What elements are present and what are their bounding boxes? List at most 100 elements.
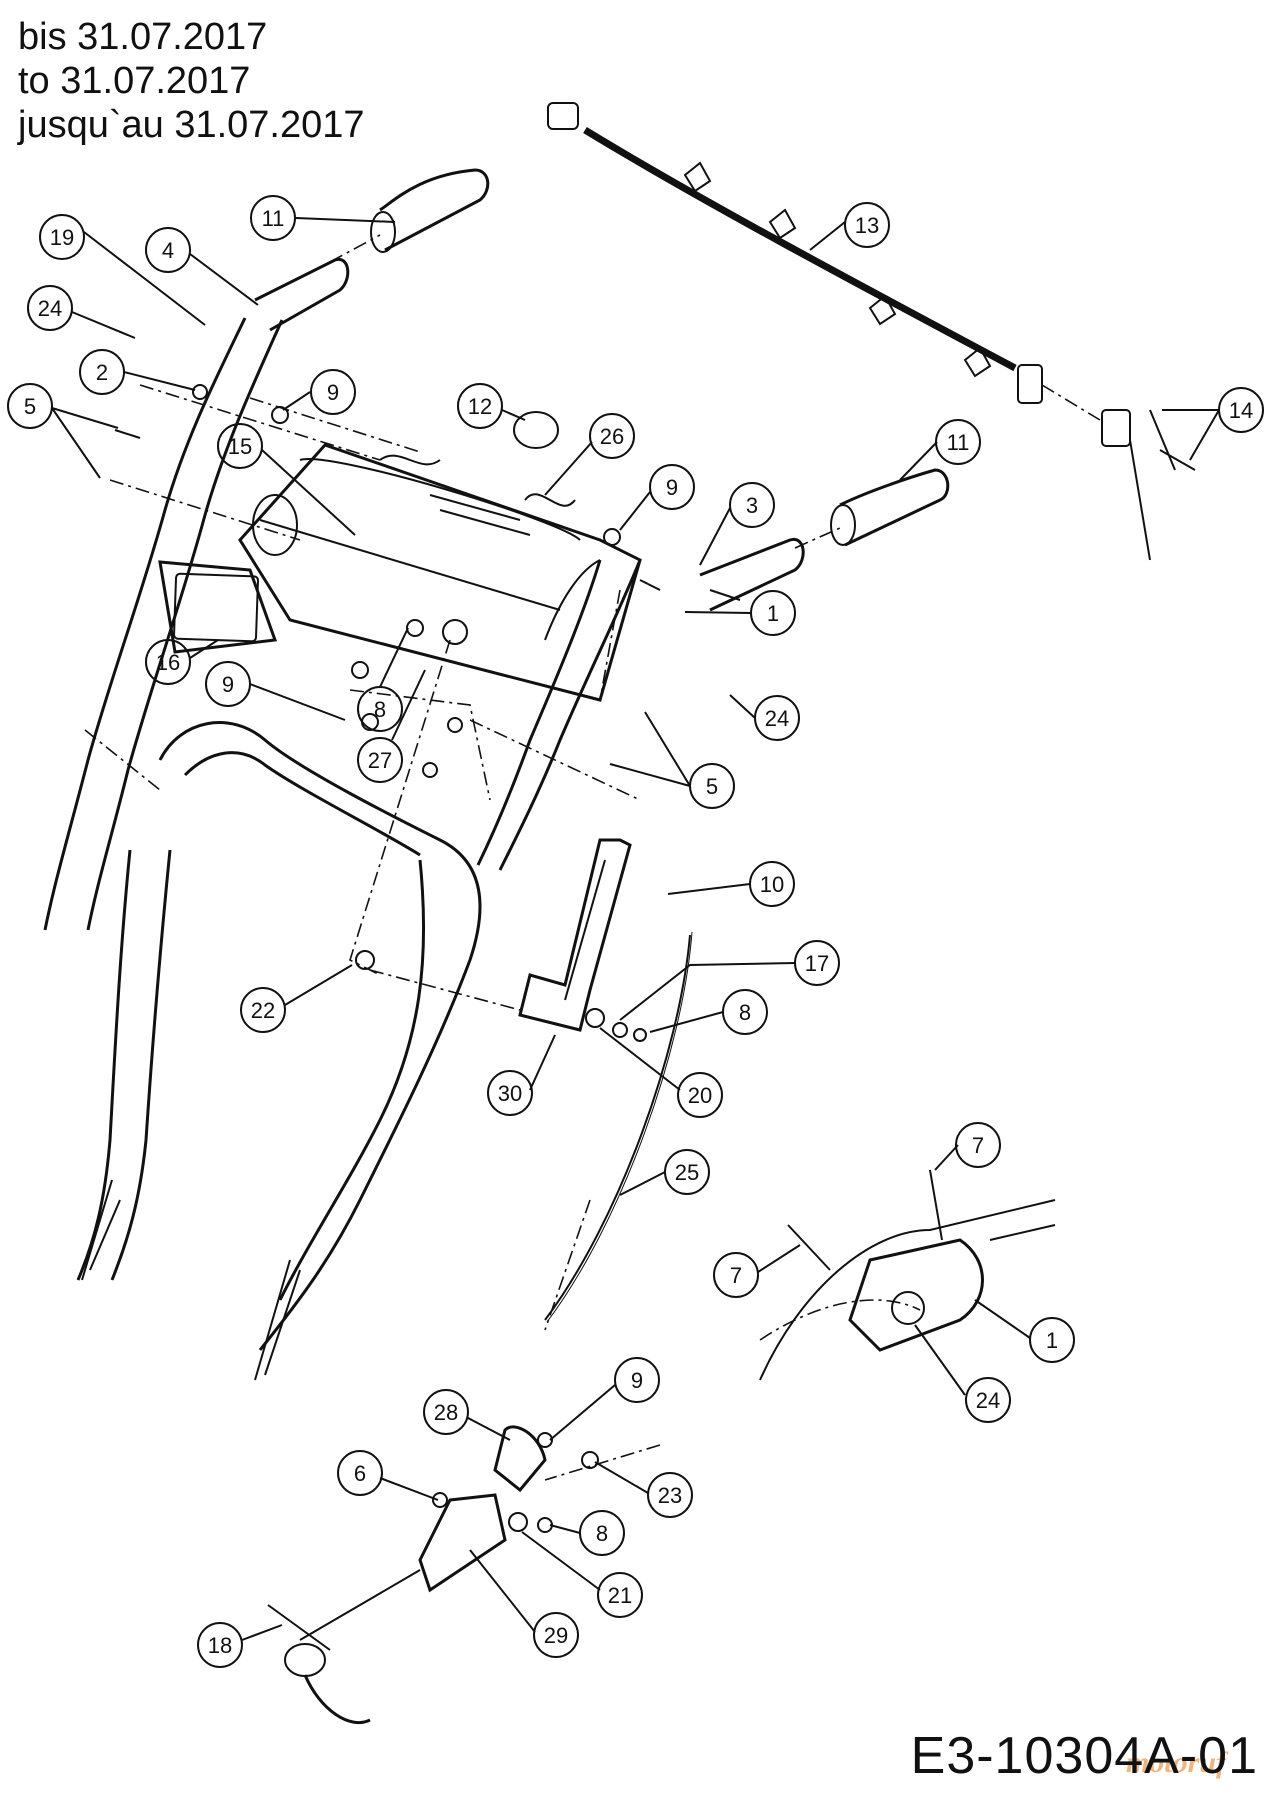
shift-cable xyxy=(544,931,693,1323)
svg-text:24: 24 xyxy=(765,706,789,731)
validity-line-fr: jusqu`au 31.07.2017 xyxy=(18,104,365,146)
svg-text:2: 2 xyxy=(96,360,108,385)
callout-13: 13 xyxy=(809,202,890,251)
document-code: E3-10304A-01 xyxy=(910,1727,1258,1785)
callout-8-lower: 8 xyxy=(549,1510,625,1556)
callout-22: 22 xyxy=(240,964,353,1033)
callout-7-upper: 7 xyxy=(934,1122,1001,1171)
callout-25: 25 xyxy=(619,1149,710,1196)
callout-20: 20 xyxy=(599,1027,723,1118)
svg-text:24: 24 xyxy=(976,1388,1000,1413)
callout-1-inset: 1 xyxy=(974,1299,1075,1363)
wiring-harness xyxy=(547,102,1196,561)
svg-text:14: 14 xyxy=(1229,398,1253,423)
callout-12: 12 xyxy=(457,383,526,429)
callout-11-left: 11 xyxy=(250,195,396,241)
svg-text:25: 25 xyxy=(675,1160,699,1185)
callout-8-middle: 8 xyxy=(649,989,768,1035)
callout-15: 15 xyxy=(217,423,356,536)
svg-text:8: 8 xyxy=(374,697,386,722)
callout-9-c: 9 xyxy=(205,661,346,721)
validity-line-de: bis 31.07.2017 xyxy=(18,16,268,58)
lower-shift-linkage xyxy=(267,1425,547,1725)
callout-9-a: 9 xyxy=(282,369,356,415)
callout-5-left: 5 xyxy=(7,383,119,479)
svg-text:6: 6 xyxy=(354,1461,366,1486)
svg-text:5: 5 xyxy=(706,774,718,799)
callout-10: 10 xyxy=(667,861,795,907)
svg-text:5: 5 xyxy=(24,394,36,419)
svg-text:23: 23 xyxy=(658,1483,682,1508)
svg-text:9: 9 xyxy=(631,1368,643,1393)
callout-17: 17 xyxy=(619,940,840,1021)
svg-text:8: 8 xyxy=(596,1521,608,1546)
callout-26: 26 xyxy=(544,413,635,496)
svg-text:1: 1 xyxy=(1046,1328,1058,1353)
callout-9-b: 9 xyxy=(619,464,695,531)
callout-1-main: 1 xyxy=(684,590,796,636)
svg-text:9: 9 xyxy=(222,672,234,697)
validity-line-en: to 31.07.2017 xyxy=(18,60,251,102)
svg-text:30: 30 xyxy=(498,1081,522,1106)
svg-text:7: 7 xyxy=(972,1133,984,1158)
callout-5-right: 5 xyxy=(609,711,735,809)
svg-text:20: 20 xyxy=(688,1083,712,1108)
watermark-logo: motoruf xyxy=(1125,1746,1226,1779)
callout-24-top: 24 xyxy=(27,285,136,339)
callout-2: 2 xyxy=(79,349,196,395)
svg-text:9: 9 xyxy=(327,380,339,405)
callout-18: 18 xyxy=(197,1622,283,1668)
svg-text:1: 1 xyxy=(767,601,779,626)
svg-text:22: 22 xyxy=(251,998,275,1023)
callout-14: 14 xyxy=(1162,387,1264,461)
hardware-parts xyxy=(114,384,741,1533)
callout-24-inset: 24 xyxy=(914,1324,1011,1423)
svg-text:15: 15 xyxy=(228,434,252,459)
svg-text:11: 11 xyxy=(947,430,970,455)
svg-text:17: 17 xyxy=(805,951,829,976)
callout-16: 16 xyxy=(145,639,219,685)
callout-21: 21 xyxy=(521,1531,643,1618)
svg-text:18: 18 xyxy=(208,1633,232,1658)
right-handle-column xyxy=(476,559,642,871)
svg-text:24: 24 xyxy=(38,296,62,321)
svg-text:16: 16 xyxy=(156,650,180,675)
svg-text:28: 28 xyxy=(434,1400,458,1425)
svg-text:4: 4 xyxy=(162,238,174,263)
callout-3: 3 xyxy=(699,482,775,566)
svg-text:9: 9 xyxy=(666,475,678,500)
callout-23: 23 xyxy=(594,1461,693,1518)
svg-text:12: 12 xyxy=(468,394,492,419)
callout-30: 30 xyxy=(487,1034,556,1116)
callout-6: 6 xyxy=(337,1450,439,1501)
svg-text:26: 26 xyxy=(600,424,624,449)
callout-24-mid: 24 xyxy=(729,694,800,741)
svg-text:13: 13 xyxy=(855,213,879,238)
detail-inset xyxy=(759,1169,1056,1381)
callout-19: 19 xyxy=(39,214,206,326)
svg-text:11: 11 xyxy=(262,206,285,231)
svg-text:21: 21 xyxy=(608,1583,632,1608)
right-grip xyxy=(699,468,950,612)
svg-text:19: 19 xyxy=(50,225,74,250)
svg-text:7: 7 xyxy=(730,1263,742,1288)
svg-text:29: 29 xyxy=(544,1623,568,1648)
left-handle-tube xyxy=(43,317,284,931)
svg-text:10: 10 xyxy=(760,872,784,897)
lower-handle-frame xyxy=(76,721,482,1381)
callout-28: 28 xyxy=(423,1389,511,1441)
callout-7-lower: 7 xyxy=(713,1244,801,1298)
svg-text:3: 3 xyxy=(746,493,758,518)
svg-text:27: 27 xyxy=(368,748,392,773)
callout-9-d: 9 xyxy=(549,1357,660,1441)
callout-29: 29 xyxy=(469,1549,579,1658)
callout-8-upper: 8 xyxy=(357,627,409,732)
callout-11-right: 11 xyxy=(899,419,981,481)
callout-27: 27 xyxy=(357,669,426,783)
headlight-lens xyxy=(158,560,278,654)
callout-4: 4 xyxy=(145,227,259,306)
svg-text:8: 8 xyxy=(739,1000,751,1025)
dashboard-panel xyxy=(238,443,642,702)
